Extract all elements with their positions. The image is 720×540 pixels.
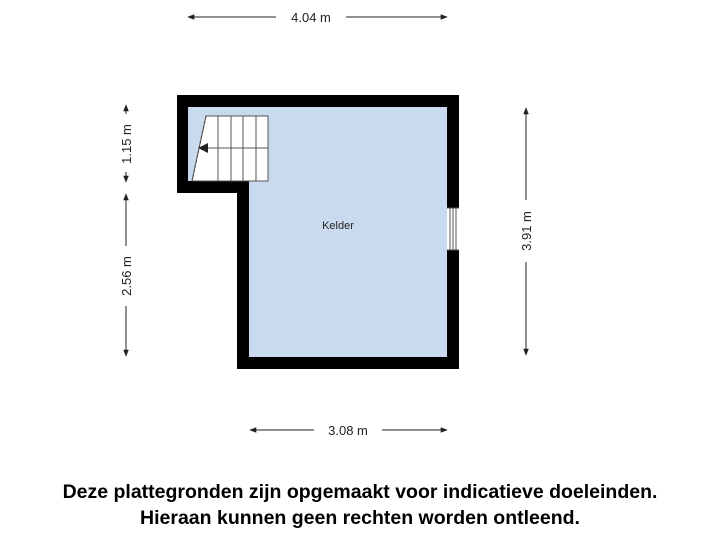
window xyxy=(447,207,459,251)
staircase xyxy=(191,115,269,182)
dimension-label: 4.04 m xyxy=(291,10,331,25)
dimension-label: 1.15 m xyxy=(119,124,134,164)
disclaimer-line-1: Deze plattegronden zijn opgemaakt voor i… xyxy=(62,481,658,503)
disclaimer-line-2: Hieraan kunnen geen rechten worden ontle… xyxy=(140,507,580,529)
stair-direction-arrow-icon xyxy=(198,143,208,153)
dimension-top-width: 4.04 m xyxy=(187,10,448,25)
dimension-label: 3.91 m xyxy=(519,211,534,251)
dimension-label: 2.56 m xyxy=(119,256,134,296)
dimension-bottom-width: 3.08 m xyxy=(249,423,448,438)
dimension-label: 3.08 m xyxy=(328,423,368,438)
dimension-right-height: 3.91 m xyxy=(519,107,534,356)
room-label: Kelder xyxy=(322,220,354,232)
dimension-left-lower-height: 2.56 m xyxy=(119,193,134,357)
dimension-left-upper-height: 1.15 m xyxy=(119,104,134,183)
